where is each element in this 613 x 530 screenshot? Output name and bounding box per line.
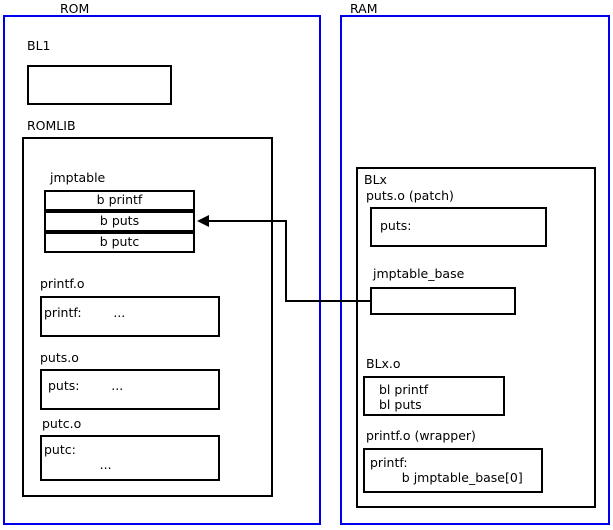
printf-wrapper-line-0: printf: [370, 455, 408, 470]
connector-segment-horizontal-lower [285, 300, 371, 302]
rom-region [3, 15, 321, 525]
jmptable-base-box [370, 287, 516, 315]
printf-o-box: printf: ... [40, 296, 220, 337]
blx-caption: BLx [364, 172, 387, 187]
puts-patch-caption: puts.o (patch) [366, 188, 454, 203]
printf-wrapper-caption: printf.o (wrapper) [366, 428, 476, 443]
blx-o-caption: BLx.o [366, 356, 401, 371]
jmptable-base-caption: jmptable_base [373, 266, 465, 281]
connector-segment-horizontal-upper [209, 220, 287, 222]
connector-segment-vertical [285, 220, 287, 302]
putc-o-box: putc: ... [40, 435, 220, 481]
puts-patch-box: puts: [370, 207, 547, 247]
jmptable-row-1-text: b puts [99, 213, 140, 229]
printf-wrapper-line-1: b jmptable_base[0] [370, 470, 523, 485]
printf-o-line-0: printf: ... [44, 305, 126, 320]
ram-region-label: RAM [350, 1, 378, 16]
printf-wrapper-box: printf: b jmptable_base[0] [363, 448, 543, 493]
puts-o-line-0: puts: ... [48, 378, 124, 393]
rom-region-label: ROM [60, 1, 90, 16]
connector-arrowhead-icon [197, 215, 209, 227]
jmptable-row-2: b putc [44, 232, 195, 253]
bl1-box [27, 65, 172, 105]
putc-o-line-1: ... [44, 457, 112, 472]
jmptable-caption: jmptable [50, 170, 106, 185]
bl1-caption: BL1 [27, 38, 51, 53]
jmptable-base-line-0 [372, 289, 514, 293]
ram-region [340, 15, 610, 525]
jmptable-row-2-text: b putc [99, 234, 140, 250]
romlib-caption: ROMLIB [27, 118, 76, 133]
puts-patch-line-0: puts: [380, 218, 412, 233]
puts-o-caption: puts.o [40, 350, 79, 365]
bl1-body [29, 67, 170, 75]
blx-o-box: bl printf bl puts [363, 376, 505, 416]
jmptable-row-1: b puts [44, 211, 195, 232]
jmptable-row-0: b printf [44, 190, 195, 211]
jmptable-row-0-text: b printf [96, 192, 143, 208]
blx-o-line-1: bl puts [379, 397, 422, 412]
blx-o-line-0: bl printf [379, 382, 429, 397]
printf-o-caption: printf.o [40, 276, 85, 291]
putc-o-line-0: putc: [44, 442, 76, 457]
puts-o-box: puts: ... [40, 369, 220, 410]
putc-o-caption: putc.o [42, 416, 82, 431]
